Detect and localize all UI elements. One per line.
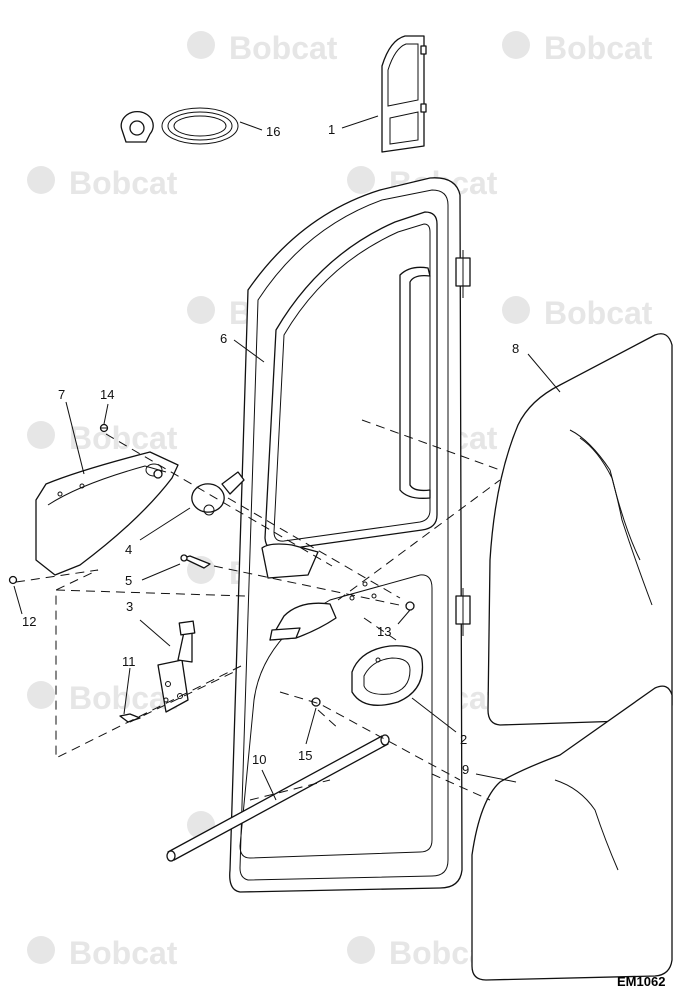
callout-3: 3	[126, 599, 133, 614]
callout-16: 16	[266, 124, 280, 139]
callout-4: 4	[125, 542, 132, 557]
part-screw-14	[99, 423, 109, 433]
part-screw-12	[8, 575, 18, 585]
callout-14: 14	[100, 387, 114, 402]
watermark: Bobcat	[27, 420, 178, 456]
part-screw-5	[180, 554, 211, 569]
callout-6: 6	[220, 331, 227, 346]
watermark: Bobcat	[27, 680, 178, 716]
watermark: Bobcat	[187, 30, 338, 66]
callout-1: 1	[328, 122, 335, 137]
callout-8: 8	[512, 341, 519, 356]
callout-11: 11	[122, 654, 136, 669]
callout-2: 2	[460, 732, 467, 747]
watermark: Bobcat	[27, 165, 178, 201]
watermark: Bobcat	[502, 30, 653, 66]
part-cover-panel	[35, 451, 179, 576]
watermark-text: Bobcat	[544, 295, 653, 331]
part-seal-roll	[120, 107, 239, 145]
part-door-icon	[381, 35, 427, 153]
part-inner-latch	[269, 602, 337, 641]
callout-7: 7	[58, 387, 65, 402]
part-handle	[351, 645, 424, 706]
callout-12: 12	[22, 614, 36, 629]
part-bottom-strip	[166, 734, 390, 862]
watermark-text: Bobcat	[69, 935, 178, 971]
watermark-text: Bobcat	[69, 165, 178, 201]
diagram-code: EM1062	[617, 974, 665, 989]
callout-labels: 16 1 6 8 7 14 4 5 12 3 11 13 2 15 10 9	[22, 122, 519, 777]
watermark-text: Bobcat	[544, 30, 653, 66]
callout-9: 9	[462, 762, 469, 777]
part-lower-glass	[471, 685, 673, 981]
watermark-text: Bobcat	[69, 680, 178, 716]
callout-13: 13	[377, 624, 391, 639]
callout-10: 10	[252, 752, 266, 767]
watermark: Bobcat	[27, 935, 178, 971]
callout-15: 15	[298, 748, 312, 763]
part-door-frame	[229, 177, 471, 893]
watermark-text: Bobcat	[69, 420, 178, 456]
part-upper-glass	[487, 333, 673, 726]
part-screw-11	[119, 713, 141, 723]
part-screw-13	[405, 601, 415, 611]
watermark: Bobcat	[502, 295, 653, 331]
leader-lines	[13, 115, 561, 801]
part-knob	[191, 471, 245, 516]
watermark-text: Bobcat	[229, 30, 338, 66]
assembly-lines	[15, 419, 501, 801]
part-latch-mechanism	[157, 620, 196, 713]
callout-5: 5	[125, 573, 132, 588]
